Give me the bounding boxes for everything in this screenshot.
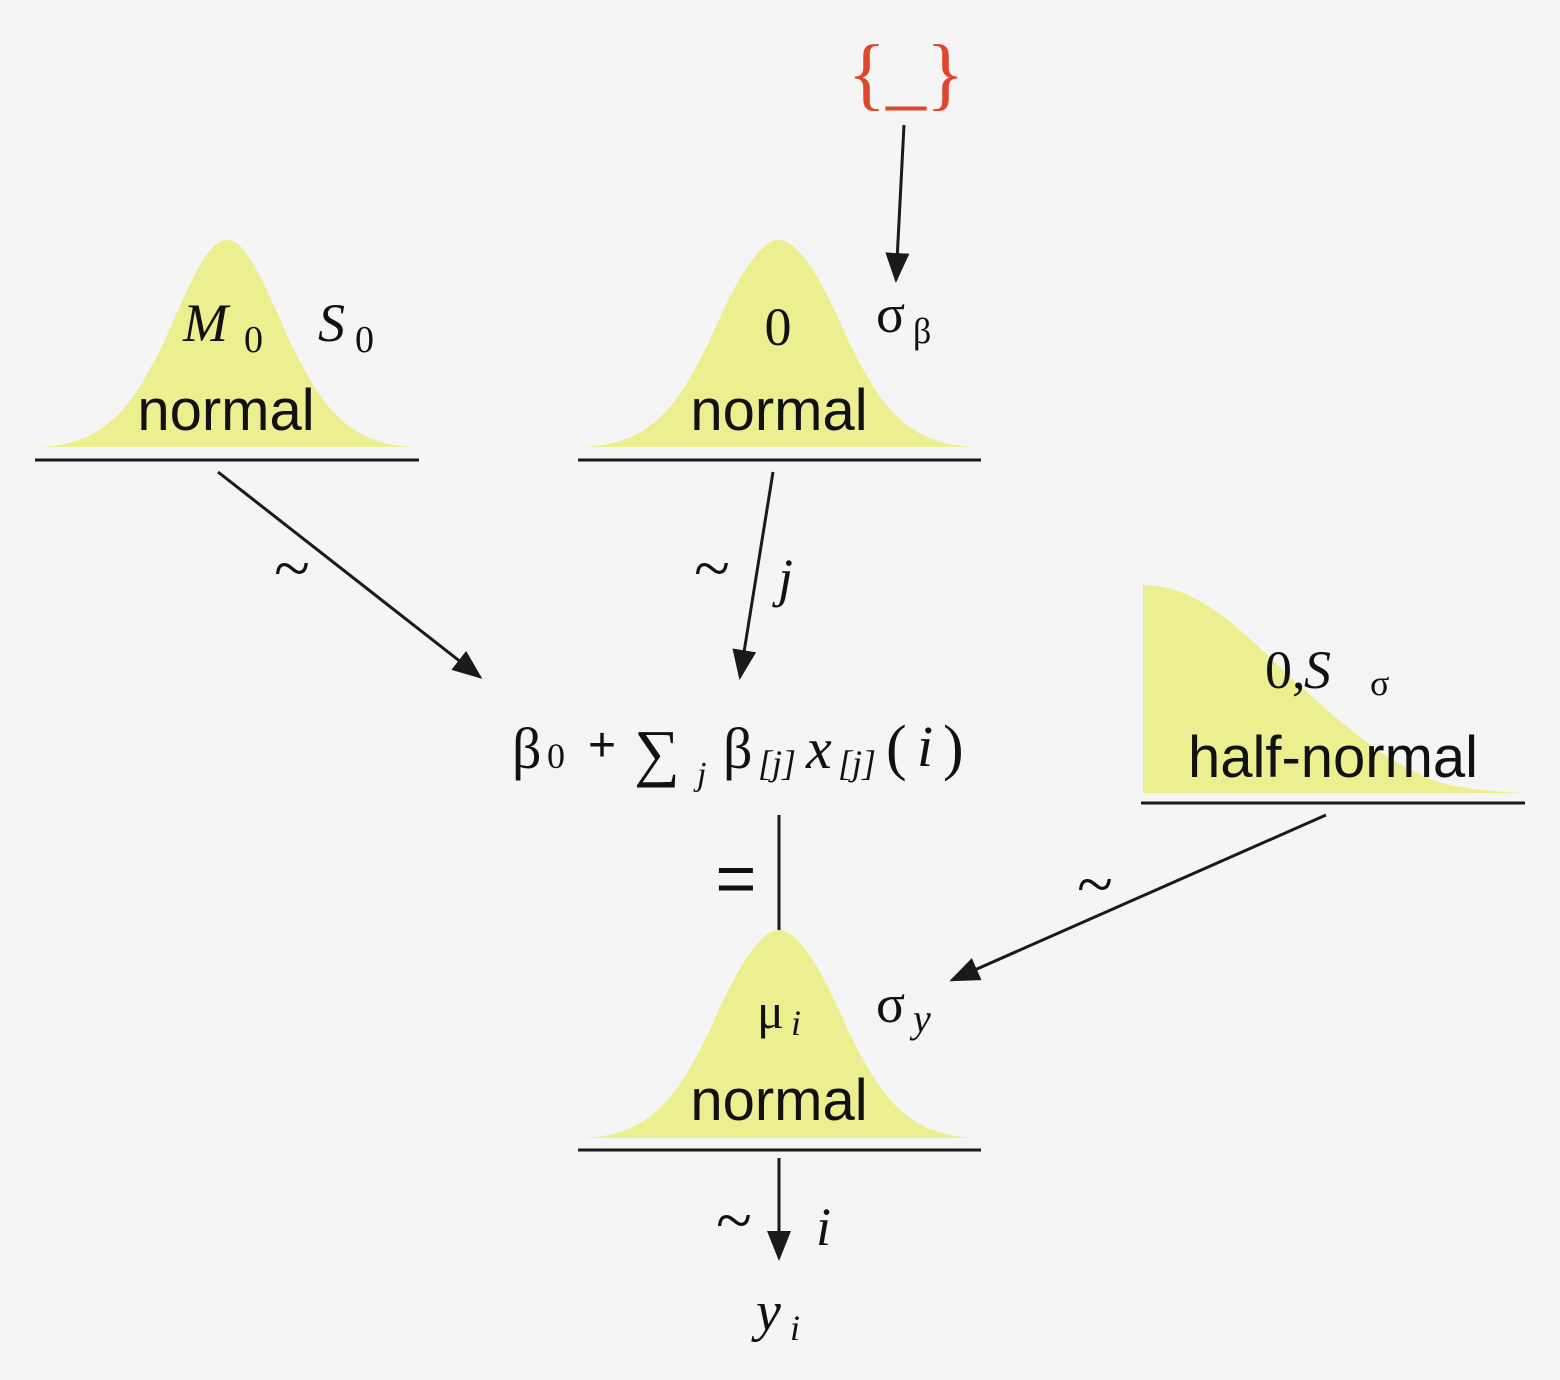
mu-symbol: μ (757, 983, 784, 1039)
plus-sign: + (588, 719, 616, 772)
normal-curve-icon (580, 240, 978, 447)
sigma-prior-scale-symbol: S (1304, 640, 1331, 700)
intercept-dist-label: normal (137, 378, 314, 443)
outcome-index-i: i (816, 1197, 831, 1257)
sigma-prior-node: 0, S σ half-normal (1141, 585, 1525, 805)
linear-predictor: β 0 + ∑ j β [j] x [j] ( i ) (512, 714, 964, 793)
outcome-node: y i (751, 1281, 800, 1348)
slope-mean-value: 0 (765, 297, 792, 357)
sum-symbol: ∑ (634, 717, 680, 788)
beta0-symbol: β (512, 716, 542, 781)
outcome-tilde: ~ (716, 1184, 752, 1257)
outcome-symbol: y (751, 1281, 781, 1343)
sum-subscript: j (693, 756, 706, 793)
sigma-y-subscript: y (909, 996, 931, 1041)
arg-i: i (917, 714, 933, 779)
slope-dist-label: normal (690, 378, 867, 443)
equals-sign: = (716, 839, 757, 917)
normal-curve-icon (580, 930, 978, 1138)
intercept-sd-subscript: 0 (355, 319, 374, 361)
intercept-mean-subscript: 0 (244, 319, 263, 361)
sigma-prior-param1: 0, (1265, 640, 1306, 700)
slope-prior-node: 0 σ β normal (578, 240, 981, 462)
slope-index-j: j (772, 548, 793, 608)
slope-to-predictor-arrow (732, 471, 775, 680)
x-j-subscript: [j] (838, 743, 876, 783)
outcome-subscript: i (790, 1308, 800, 1348)
likelihood-node: μ i σ y normal (578, 930, 981, 1152)
half-normal-curve-icon (1143, 585, 1522, 793)
sigma-y-symbol: σ (876, 974, 905, 1034)
x-j-symbol: x (805, 716, 832, 781)
placeholder-prior: {_} (848, 30, 965, 118)
arg-open-paren: ( (886, 714, 907, 782)
intercept-prior-node: M 0 S 0 normal (35, 240, 419, 462)
intercept-mean-symbol: M (182, 293, 231, 353)
slope-tilde: ~ (694, 532, 730, 605)
intercept-sd-symbol: S (318, 293, 345, 353)
arg-close-paren: ) (943, 714, 964, 782)
beta-j-symbol: β (723, 716, 753, 781)
sigma-prior-scale-subscript: σ (1370, 663, 1389, 703)
likelihood-dist-label: normal (690, 1068, 867, 1133)
sigma-prior-dist-label: half-normal (1188, 725, 1478, 790)
intercept-to-predictor-arrow (217, 470, 483, 679)
slope-sd-subscript: β (913, 311, 931, 351)
slope-sd-symbol: σ (876, 284, 905, 344)
beta-j-subscript: [j] (758, 743, 796, 783)
mu-subscript: i (791, 1003, 801, 1043)
sigma-prior-to-sigma-y-arrow (949, 813, 1327, 982)
normal-curve-icon (37, 240, 417, 447)
placeholder-to-sigma-beta-arrow (885, 124, 910, 283)
intercept-tilde: ~ (274, 532, 310, 605)
beta0-subscript: 0 (547, 736, 565, 776)
sigma-tilde: ~ (1077, 848, 1113, 921)
